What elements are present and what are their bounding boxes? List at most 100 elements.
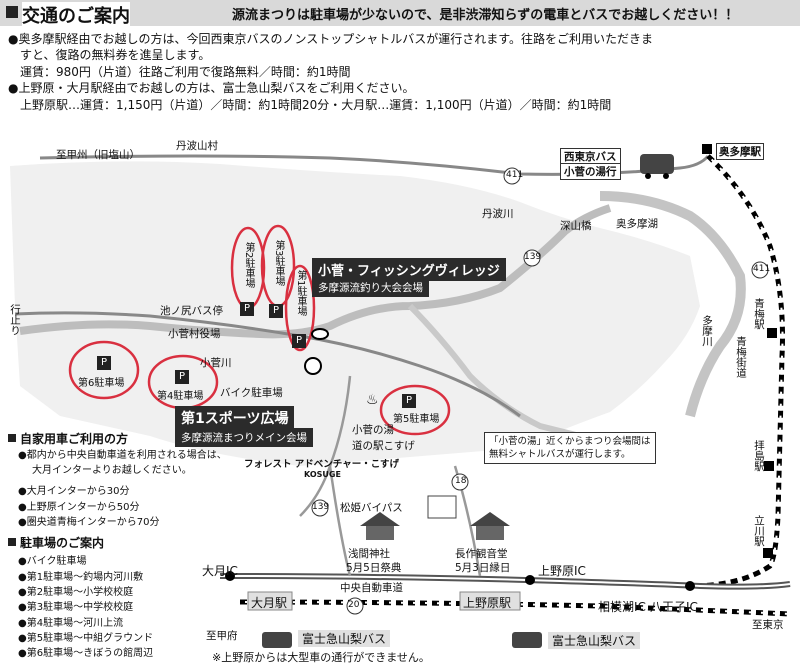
fishing-venue-marker [311,328,329,340]
tabagawa-label: 丹波川 [482,208,514,220]
sports-ground-sub-label: 多摩源流まつりメイン会場 [175,428,313,447]
uenohara-ic-marker [525,575,535,585]
route-to-uenohara [328,465,352,577]
parking-list-item: ●第1駐車場～釣場内河川敷 [18,572,144,583]
parking-2-label: 第2駐車場 [243,242,254,289]
shuttle-note-line-2: 無料シャトルバスが運行します。 [489,449,631,460]
haijima-station-label: 拝島駅 [753,440,765,472]
intro-line-2: すと、復路の無料券を進呈します。 [20,48,211,62]
shuttle-note-line-1: 「小菅の湯」近くからまつり会場間は [489,436,651,447]
ome-kaido-label: 青梅街道 [735,336,747,378]
ome-station-marker [767,328,777,338]
car-info-line-3: ●大月インターから30分 [18,486,130,497]
chosaku-temple-icon [470,512,510,526]
haijima-station-marker [764,461,774,471]
parking-list-item: ●第6駐車場～きぼうの館周辺 [18,648,154,659]
matsuhime-bypass-label: 松姫バイパス [340,502,403,514]
route-411-b-label: 411 [753,264,771,274]
nishitokyo-bus-label: 西東京バス [560,148,621,165]
kosuge-onsen-dest-label: 小菅の湯行 [560,163,621,180]
header-tagline: 源流まつりは駐車場が少ないので、是非渋滞知らずの電車とバスでお越しください！！ [232,8,739,23]
okutama-lake-label: 奥多摩湖 [616,218,658,230]
parking-3-icon: P [269,304,283,318]
route-139-marker-b [311,499,329,517]
chuo-expressway [219,573,791,590]
miyama-bridge-label: 深山橋 [560,220,592,232]
kosuge-logo: KOSUGE [304,470,341,479]
parking-6-highlight [68,340,140,400]
otsuki-station-label: 大月駅 [251,596,288,610]
jr-ome-line [689,154,785,589]
kosugegawa-label: 小菅川 [200,357,232,369]
header-square-icon [6,6,18,18]
bike-parking-label: バイク駐車場 [220,387,283,399]
sports-ground-label: 第1スポーツ広場 [175,406,295,430]
route-411 [39,154,710,176]
roadside-station-label: 道の駅こすげ [352,440,415,452]
parking-4-icon: P [175,370,189,384]
ikenoshiri-busstop-label: 池ノ尻バス停 [160,305,223,317]
chosaku-date-label: 5月3日縁日 [455,562,511,574]
parking-list-item: ●第4駐車場～河川上流 [18,618,124,629]
route-139-a-label: 139 [524,252,542,262]
shuttle-note: 「小菅の湯」近くからまつり会場間は 無料シャトルバスが運行します。 [484,432,656,464]
sagamiko-ic-label: 相模湖IC [598,600,646,614]
car-info-line-4: ●上野原インターから50分 [18,502,140,513]
access-map: ♨ [10,144,791,648]
chuo-expressway-label: 中央自動車道 [340,582,403,594]
fujikyu-bus-icon-a [262,632,292,648]
parking-5-highlight [379,384,451,436]
jr-chuo-line [239,599,791,617]
intro-line-3: 運賃：980円（片道）往路ご利用で復路無料／時間：約1時間 [20,65,351,79]
parking-5-label: 第5駐車場 [393,414,440,425]
route-139-marker-a [523,249,541,267]
jr-chuo-line-inner [239,601,791,615]
route-18-marker [451,473,469,491]
parking-list-item: ●第5駐車場～中組グラウンド [18,633,154,644]
forest-adventure-label: フォレスト アドベンチャー・こすげ [244,459,400,470]
intro-line-1: ●奥多摩駅経由でお越しの方は、今回西東京バスのノンストップシャトルバスが運行され… [8,32,654,46]
route-411-marker-b [751,261,769,279]
parking-3-label: 第3駐車場 [273,240,284,287]
onsen-icon: ♨ [366,392,379,408]
matsuhime-road [299,375,352,517]
parking-list-item: ●バイク駐車場 [18,556,87,567]
tabayama-label: 丹波山村 [176,140,218,152]
sengen-shrine-body-icon [366,526,394,540]
uenohara-station-label: 上野原駅 [463,596,512,610]
parking-1-label: 第1駐車場 [295,270,306,317]
parking-6-icon: P [97,356,111,370]
fishing-village-label: 小菅・フィッシングヴィレッジ [312,258,506,281]
parking-list-item: ●第3駐車場～中学校校庭 [18,602,134,613]
okutama-lake [599,191,746,418]
intro-line-5: 上野原駅…運賃：1,150円（片道）／時間：約1時間20分・大月駅…運賃：1,1… [20,98,612,112]
uenohara-station-box [459,591,521,611]
tachikawa-station-label: 立川駅 [753,515,765,547]
tachikawa-station-marker [763,548,773,558]
fujikyu-bus-label-a: 富士急山梨バス [298,630,391,647]
otsuki-ic-marker [225,571,235,581]
car-section-title: 自家用車ご利用の方 [20,432,129,446]
fishing-village-sub-label: 多摩源流釣り大会会場 [312,278,429,297]
parking-6-label: 第6駐車場 [78,378,125,389]
car-info-line-1: ●都内から中央自動車道を利用される場合は、 [18,450,227,461]
route-411-marker-a [503,167,521,185]
page-title: 交通のご案内 [22,2,130,28]
parking-1-highlight [284,264,316,352]
to-koshu-label: 至甲州（旧塩山） [56,149,140,161]
hachioji-ic-label: 八王子IC [650,600,698,614]
kosuge-river [19,204,612,339]
to-tokyo-label: 至東京 [752,619,784,631]
bus-wheel-icon [645,173,651,179]
route-139-b-label: 139 [312,502,330,512]
chosaku-temple-body-icon [476,526,504,540]
to-kofu-label: 至甲府 [206,630,238,642]
route-18-label: 18 [455,476,467,486]
uenohara-ic-label: 上野原IC [538,564,586,578]
car-section-square-icon [8,434,16,442]
parking-1-icon: P [292,334,306,348]
header-band [0,0,800,26]
fujikyu-bus-icon-b [512,632,542,648]
route-411-a-label: 411 [506,170,524,180]
intro-line-4: ●上野原・大月駅経由でお越しの方は、富士急山梨バスをご利用ください。 [8,81,415,95]
